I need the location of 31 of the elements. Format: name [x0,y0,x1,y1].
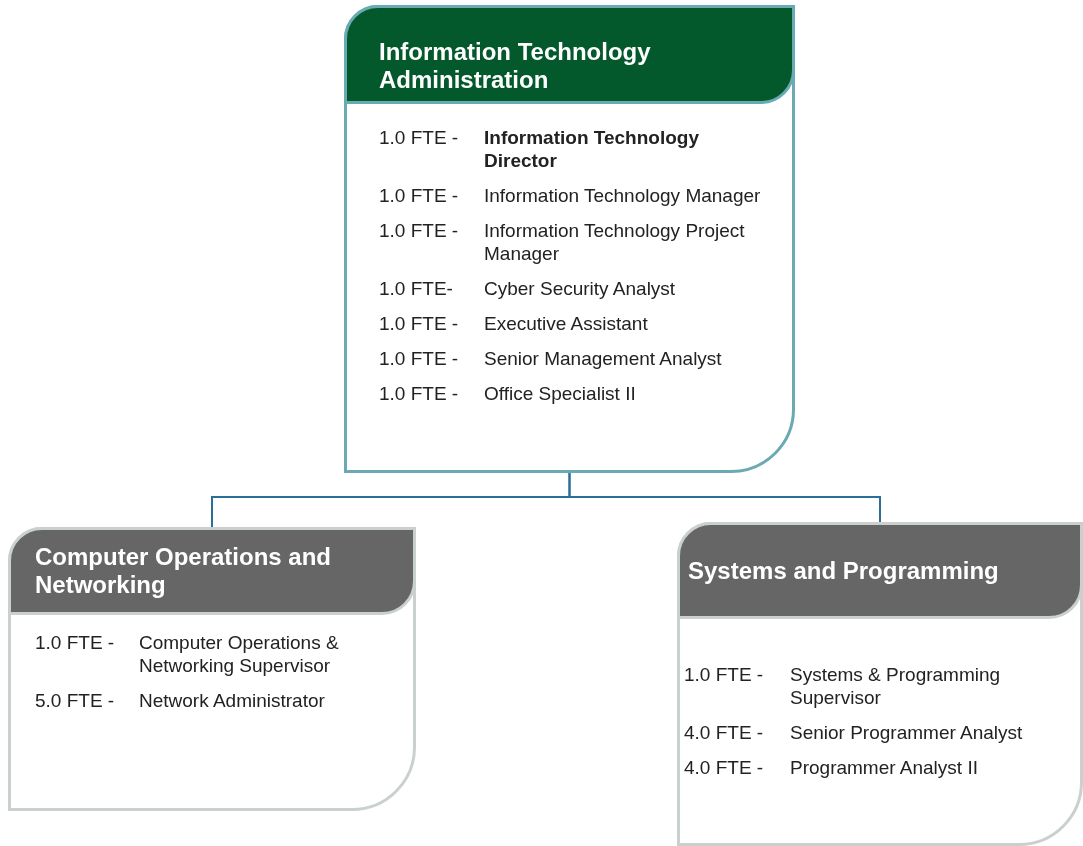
position-title: Senior Programmer Analyst [790,721,1024,744]
unit-title: Systems and Programming [688,556,999,585]
position-title: Programmer Analyst II [790,756,979,779]
fte-count: 1.0 FTE - [379,219,460,243]
org-unit-card [8,527,416,811]
org-unit-card [344,5,795,473]
fte-count: 4.0 FTE - [684,756,765,779]
position-title: Office Specialist II [484,382,637,405]
fte-count: 1.0 FTE - [379,382,460,405]
fte-count: 1.0 FTE - [379,347,460,370]
position-title: Executive Assistant [484,312,649,335]
fte-count: 1.0 FTE - [379,126,460,150]
position-title: Information Technology Director [484,126,700,172]
fte-count: 1.0 FTE - [35,631,116,655]
org-unit-card [677,522,1083,846]
unit-title: Computer Operations and Networking [35,543,333,599]
fte-count: 1.0 FTE - [379,184,460,207]
fte-count: 1.0 FTE - [684,663,765,687]
fte-count: 4.0 FTE - [684,721,765,744]
position-title: Network Administrator [139,689,326,712]
position-title: Information Technology Project Manager [484,219,746,265]
position-title: Systems & Programming Supervisor [790,663,1002,709]
connector-line [568,472,881,523]
position-title: Senior Management Analyst [484,347,723,370]
fte-count: 5.0 FTE - [35,689,116,712]
unit-title: Information Technology Administration [379,38,652,94]
position-title: Cyber Security Analyst [484,277,677,300]
position-title: Information Technology Manager [484,184,762,207]
fte-count: 1.0 FTE- [379,277,454,300]
fte-count: 1.0 FTE - [379,312,460,335]
position-title: Computer Operations & Networking Supervisor [139,631,340,677]
